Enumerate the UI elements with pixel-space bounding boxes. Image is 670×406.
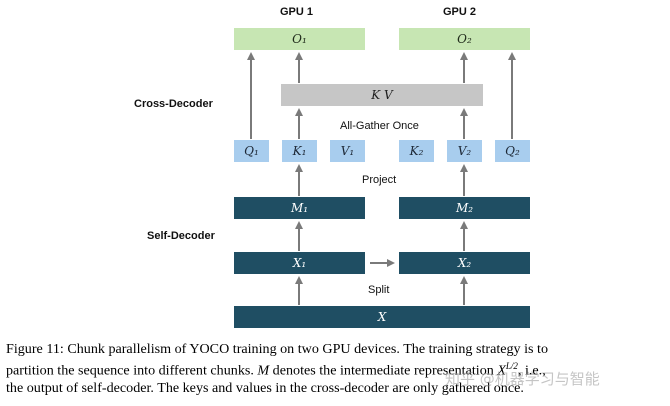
caption-superscript: L/2: [505, 361, 518, 371]
all-gather-label: All-Gather Once: [340, 120, 419, 132]
figure-caption: Figure 11: Chunk parallelism of YOCO tra…: [6, 341, 666, 397]
m1-box: M₁: [234, 197, 365, 219]
x-full-box: X: [234, 306, 530, 328]
k2-box: K₂: [399, 140, 434, 162]
caption-line-2-part-b: denotes the intermediate representation: [269, 362, 498, 379]
cross-decoder-label: Cross-Decoder: [134, 98, 213, 110]
output-o2-box: O₂: [399, 28, 530, 50]
split-label: Split: [368, 284, 390, 296]
k1-box: K₁: [282, 140, 317, 162]
watermark: 知乎 @机器学习与智能: [445, 370, 600, 388]
kv-gathered-box: K V: [281, 84, 483, 106]
v1-box: V₁: [330, 140, 365, 162]
output-o1-box: O₁: [234, 28, 365, 50]
q1-box: Q₁: [234, 140, 269, 162]
caption-line-1: Figure 11: Chunk parallelism of YOCO tra…: [6, 341, 549, 357]
caption-line-3: the output of self-decoder. The keys and…: [6, 379, 524, 396]
gpu1-label: GPU 1: [280, 6, 314, 18]
x1-box: X₁: [234, 252, 365, 274]
gpu2-label: GPU 2: [443, 6, 477, 18]
m2-box: M₂: [399, 197, 530, 219]
q2-box: Q₂: [495, 140, 530, 162]
x2-box: X₂: [399, 252, 530, 274]
caption-line-2-part-a: partition the sequence into different ch…: [6, 362, 258, 379]
caption-line-2: partition the sequence into different ch…: [6, 358, 666, 380]
project-label: Project: [362, 174, 397, 186]
caption-line-2-part-c: , i.e.,: [517, 362, 546, 379]
v2-box: V₂: [447, 140, 482, 162]
caption-symbol-x: X: [497, 362, 506, 379]
caption-symbol-m: M: [257, 362, 270, 379]
self-decoder-label: Self-Decoder: [147, 230, 215, 242]
